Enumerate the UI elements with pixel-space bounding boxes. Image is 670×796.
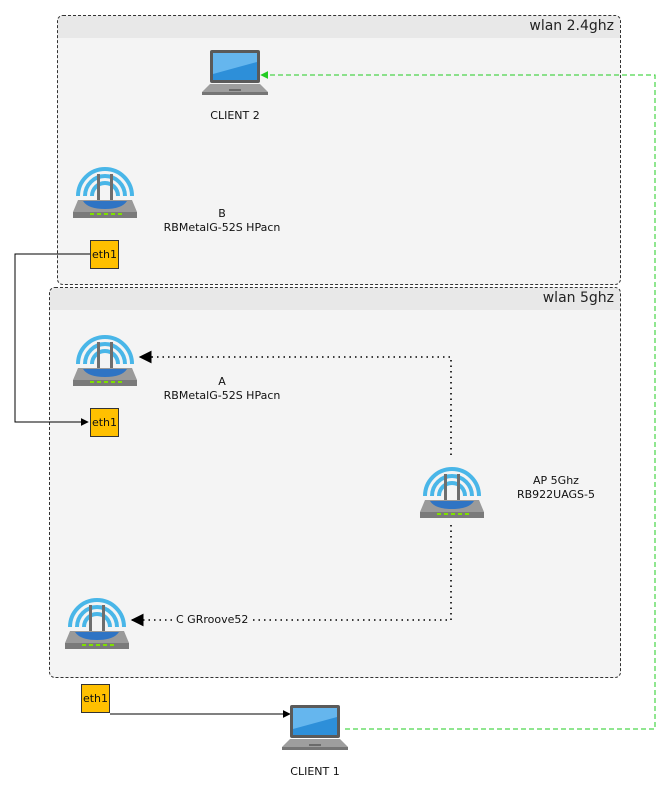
router-ap-name: AP 5Ghz — [533, 474, 579, 487]
router-c-icon[interactable] — [62, 585, 132, 655]
router-a-name: A — [218, 375, 226, 388]
group-header: wlan 5ghz — [50, 288, 620, 310]
router-ap-label: AP 5Ghz RB922UAGS-5 — [501, 474, 611, 502]
router-b-label: B RBMetalG-52S HPacn — [152, 207, 292, 235]
group-title-wlan-2-4ghz: wlan 2.4ghz — [529, 18, 614, 34]
router-b-model: RBMetalG-52S HPacn — [163, 221, 281, 234]
wireless-link-ap-a — [138, 350, 452, 455]
router-ap-5ghz-icon[interactable] — [417, 454, 487, 524]
router-a-label: A RBMetalG-52S HPacn — [152, 375, 292, 403]
wired-link-b-a — [14, 253, 90, 426]
router-a-eth1-port[interactable]: eth1 — [90, 408, 119, 437]
wireless-link-client1-client2 — [260, 71, 656, 730]
wireless-link-ap-c — [130, 525, 452, 627]
router-a-model: RBMetalG-52S HPacn — [163, 389, 281, 402]
group-header: wlan 2.4ghz — [58, 16, 620, 38]
router-c-eth1-port[interactable]: eth1 — [81, 684, 110, 713]
router-b-name: B — [218, 207, 226, 220]
client-2-laptop-icon[interactable] — [200, 48, 270, 98]
client-1-laptop-icon[interactable] — [280, 703, 350, 753]
router-a-icon[interactable] — [70, 322, 140, 392]
router-ap-model: RB922UAGS-5 — [516, 488, 596, 501]
client-1-label: CLIENT 1 — [290, 765, 340, 778]
group-title-wlan-5ghz: wlan 5ghz — [542, 290, 614, 306]
router-b-eth1-port[interactable]: eth1 — [90, 240, 119, 269]
client-2-label: CLIENT 2 — [210, 109, 260, 122]
group-wlan-2-4ghz: wlan 2.4ghz — [57, 15, 621, 285]
router-c-label: C GRroove52 — [174, 613, 251, 627]
router-b-icon[interactable] — [70, 154, 140, 224]
